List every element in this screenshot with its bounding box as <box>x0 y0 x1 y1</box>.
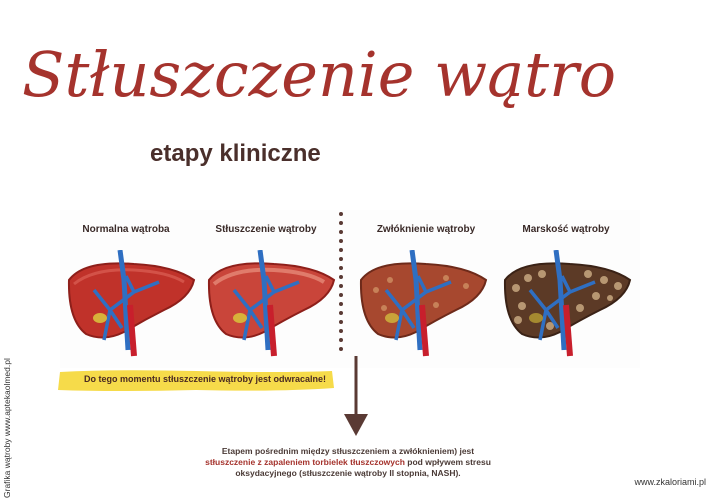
note-line-1: Etapem pośrednim między stłuszczeniem a … <box>221 446 475 456</box>
stage-divider <box>339 212 343 362</box>
highlight-brush <box>58 370 334 391</box>
reversible-note: Do tego momentu stłuszczenie wątroby jes… <box>84 374 327 384</box>
liver-steatosis-image <box>207 250 336 357</box>
site-url: www.zkaloriami.pl <box>634 477 706 487</box>
stage-label-normal: Normalna wątroba <box>82 224 170 235</box>
liver-normal-image <box>67 250 196 357</box>
liver-fibrosis-image <box>359 250 488 357</box>
stage-label-cirrhosis: Marskość wątroby <box>522 224 610 235</box>
liver-cirrhosis-image <box>503 250 632 357</box>
subtitle: etapy kliniczne <box>150 140 321 167</box>
title-text: Stłuszczenie wątroby <box>22 38 618 111</box>
note-line-2-rest: pod wpływem stresu <box>404 457 491 467</box>
note-line-3: oksydacyjnego (stłuszczenie wątroby II s… <box>235 468 461 478</box>
title: Stłuszczenie wątroby <box>22 38 618 111</box>
stage-label-fibrosis: Zwłóknienie wątroby <box>376 224 476 235</box>
image-credit: Grafika wątroby www.aptekaolmed.pl <box>2 358 12 498</box>
note-line-2: stłuszczenie z zapaleniem torbielek tłus… <box>180 457 516 468</box>
note-nash-term: stłuszczenie z zapaleniem torbielek tłus… <box>205 457 405 467</box>
stage-label-steatosis: Stłuszczenie wątroby <box>215 224 317 235</box>
intermediate-stage-note: Etapem pośrednim między stłuszczeniem a … <box>180 446 516 479</box>
down-arrow-icon <box>344 356 368 436</box>
